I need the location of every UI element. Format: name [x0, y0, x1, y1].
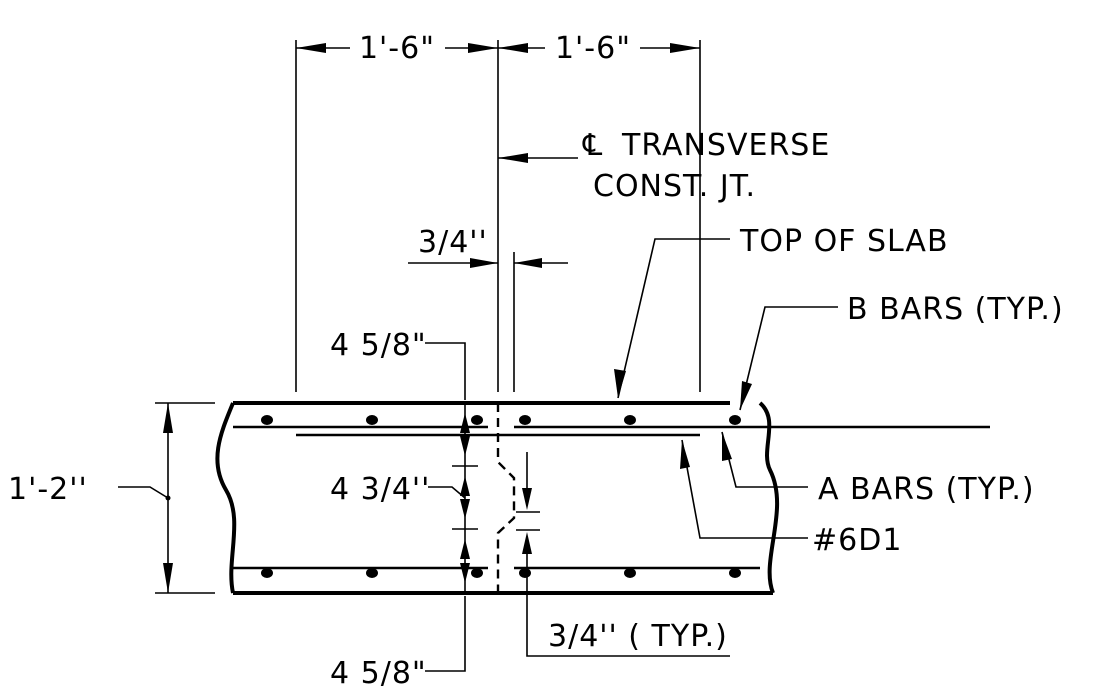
- slab-thickness-dimension: 1'-2'': [8, 402, 215, 594]
- top-cover-leader: [425, 342, 466, 400]
- centerline-icon: ℄: [582, 128, 603, 163]
- reinforcement-lines: [233, 425, 990, 570]
- a-bars-callout: A BARS (TYP.): [721, 431, 1035, 507]
- left-break-line: [215, 402, 237, 594]
- key-depth-leader: [428, 486, 466, 499]
- top-of-slab-label: TOP OF SLAB: [739, 224, 949, 259]
- top-bar-dot: [729, 415, 741, 425]
- bottom-bar-dot: [519, 568, 531, 578]
- bottom-bar-dot: [471, 568, 483, 578]
- slab-outline: [215, 401, 780, 595]
- leader-dot: [165, 495, 171, 501]
- bar-6d1-label: #6D1: [812, 523, 902, 558]
- arrowhead: [468, 43, 498, 53]
- top-bar-dot: [471, 415, 483, 425]
- b-bars-label: B BARS (TYP.): [847, 292, 1064, 327]
- key-typ-dimension: 3/4'' ( TYP.): [516, 452, 730, 657]
- a-bars-label: A BARS (TYP.): [818, 472, 1035, 507]
- b-bars-leader: [739, 306, 838, 411]
- arrowhead: [460, 563, 470, 583]
- top-bar-dot: [624, 415, 636, 425]
- top-cover-label: 4 5/8": [330, 328, 427, 363]
- arrowhead: [460, 476, 470, 496]
- top-of-slab-callout: TOP OF SLAB: [614, 224, 949, 399]
- arrowhead: [722, 432, 732, 461]
- bar-6d1-callout: #6D1: [680, 439, 902, 558]
- bottom-bar-dot: [729, 568, 741, 578]
- thickness-leader: [118, 486, 169, 499]
- right-break-line: [758, 401, 780, 594]
- bar-dots: [261, 415, 741, 578]
- bar-6d1-leader: [681, 439, 808, 539]
- bottom-cover-leader: [425, 596, 466, 672]
- arrowhead: [498, 153, 528, 163]
- key-typ-leader: [526, 540, 730, 657]
- arrowhead: [614, 369, 626, 398]
- arrowhead: [498, 43, 528, 53]
- top-of-slab-leader: [617, 238, 730, 399]
- top-bar-dot: [366, 415, 378, 425]
- arrowhead: [163, 403, 173, 433]
- arrowhead: [740, 381, 752, 410]
- bottom-bar-dot: [624, 568, 636, 578]
- top-bar-dot: [519, 415, 531, 425]
- top-bar-dot: [261, 415, 273, 425]
- left-spacing-label: 1'-6": [359, 31, 435, 66]
- joint-vertical-dimensions: 4 5/8" 4 3/4'' 4 5/8": [330, 328, 478, 691]
- gap-label: 3/4'': [418, 225, 488, 260]
- top-spacing-dimensions: 1'-6" 1'-6": [295, 31, 701, 392]
- key-depth-label: 4 3/4'': [330, 472, 430, 507]
- arrowhead: [470, 258, 498, 268]
- bottom-bar-dot: [261, 568, 273, 578]
- const-jt-label: CONST. JT.: [593, 169, 756, 204]
- bottom-cover-label: 4 5/8": [330, 656, 427, 691]
- transverse-label: TRANSVERSE: [621, 128, 830, 163]
- slab-thickness-label: 1'-2'': [8, 472, 88, 507]
- arrowhead: [670, 43, 700, 53]
- arrowhead: [460, 499, 470, 519]
- right-spacing-label: 1'-6": [555, 31, 631, 66]
- arrowhead: [522, 488, 532, 510]
- arrowhead: [680, 440, 690, 469]
- arrowhead: [460, 413, 470, 433]
- gap-dimension: 3/4'': [408, 225, 568, 392]
- key-typ-label: 3/4'' ( TYP.): [548, 619, 728, 654]
- arrowhead: [163, 563, 173, 593]
- construction-joint-line: [496, 403, 516, 593]
- arrowhead: [514, 258, 542, 268]
- a-bars-leader: [721, 431, 808, 488]
- b-bars-callout: B BARS (TYP.): [739, 292, 1064, 411]
- arrowhead: [296, 43, 326, 53]
- arrowhead: [460, 539, 470, 559]
- centerline-callout: ℄ TRANSVERSE CONST. JT.: [498, 128, 830, 204]
- bottom-bar-dot: [366, 568, 378, 578]
- arrowhead: [460, 436, 470, 456]
